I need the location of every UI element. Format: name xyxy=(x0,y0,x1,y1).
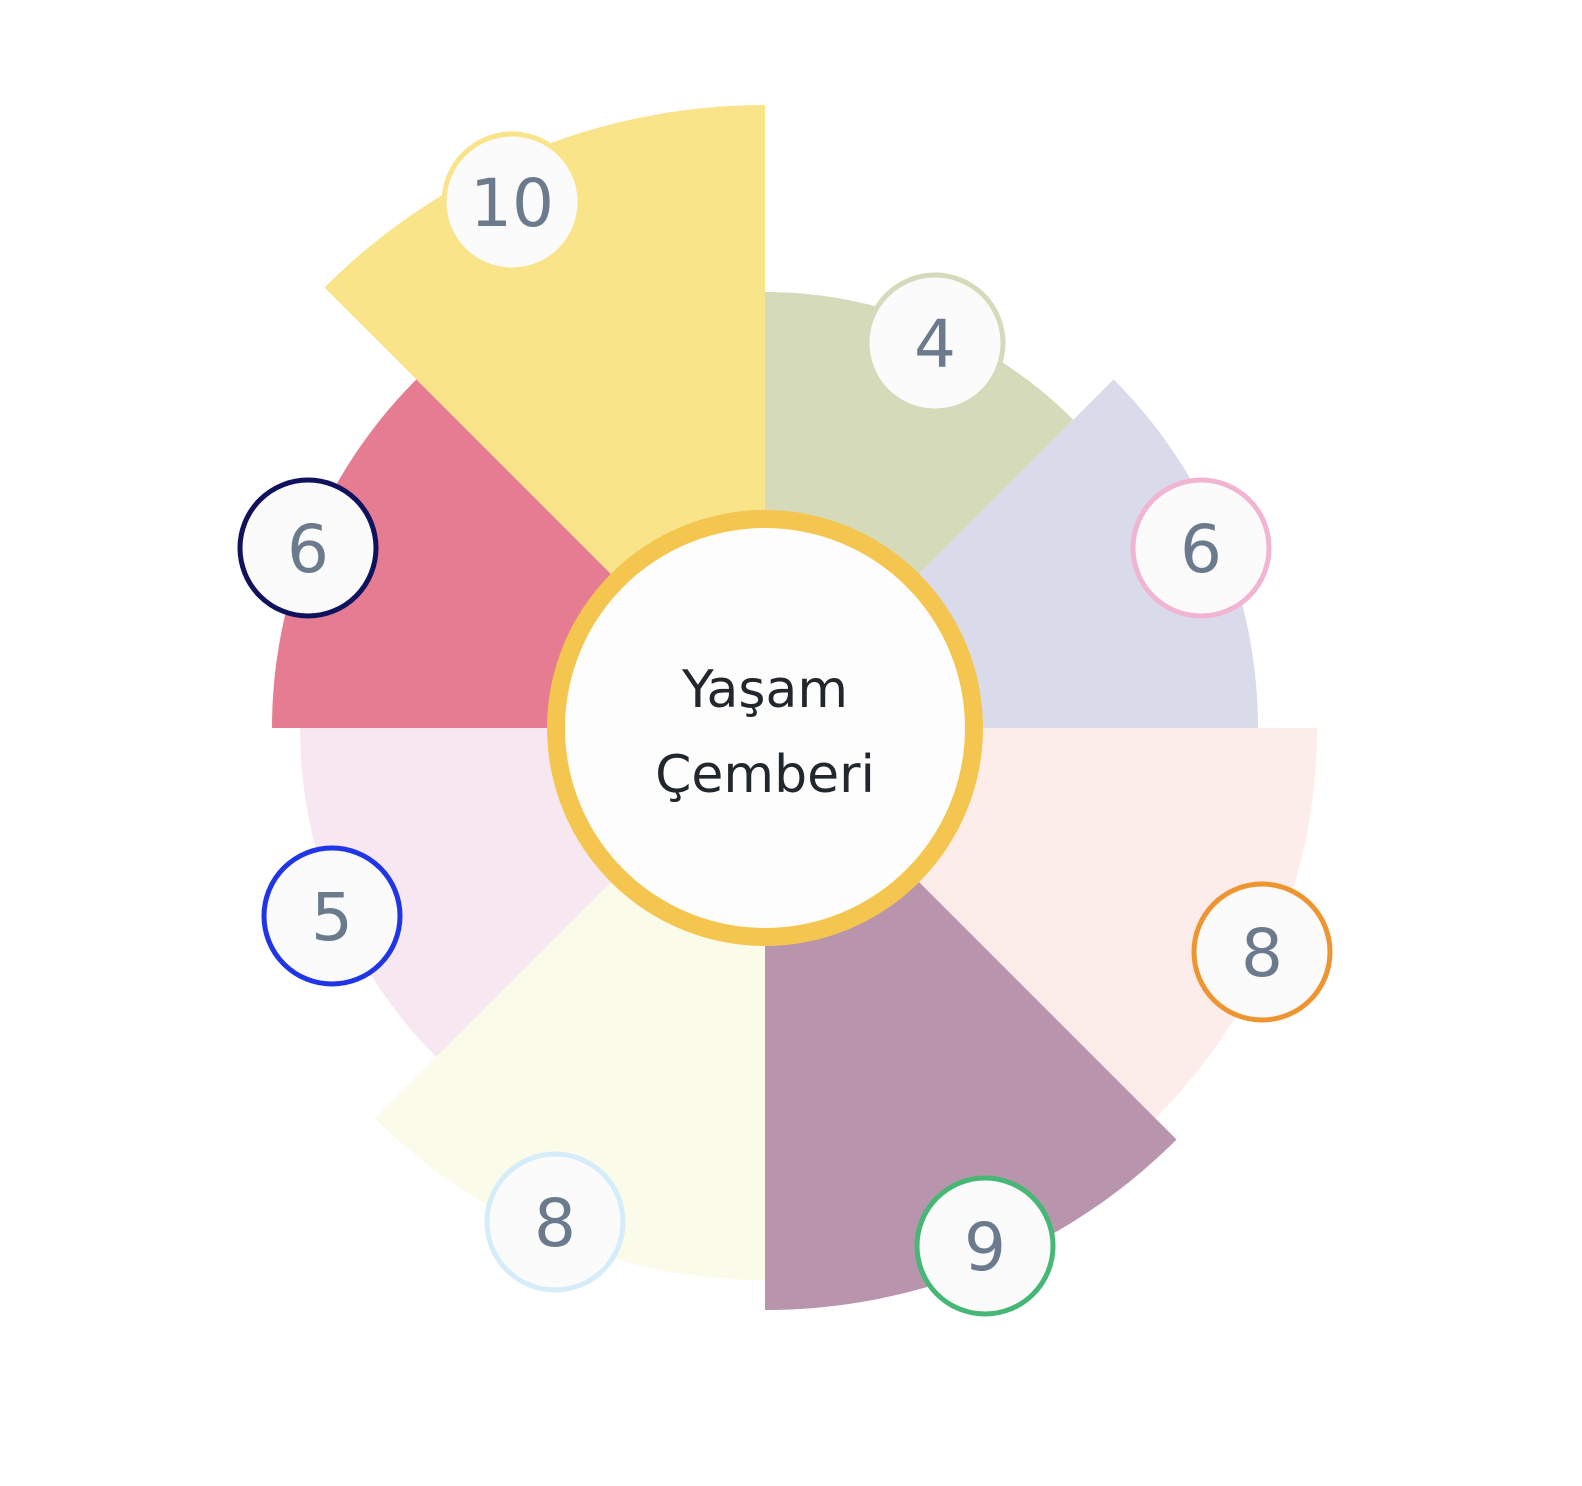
value-badge: 10 xyxy=(441,131,583,273)
center-title-line2: Çemberi xyxy=(655,745,875,805)
value-label: 8 xyxy=(1241,915,1283,992)
value-label: 10 xyxy=(470,165,554,242)
center-title-line1: Yaşam xyxy=(681,660,848,720)
value-badge: 8 xyxy=(1191,881,1333,1023)
center-disc xyxy=(565,528,965,928)
center-circle: Yaşam Çemberi xyxy=(547,510,983,946)
value-label: 8 xyxy=(534,1185,576,1262)
value-badge: 8 xyxy=(484,1151,626,1293)
value-badge: 9 xyxy=(914,1175,1056,1317)
value-label: 4 xyxy=(914,306,956,383)
value-label: 9 xyxy=(964,1209,1006,1286)
value-badge: 6 xyxy=(237,477,379,619)
value-label: 6 xyxy=(287,511,329,588)
value-badge: 6 xyxy=(1130,477,1272,619)
value-label: 6 xyxy=(1180,511,1222,588)
value-badge: 5 xyxy=(261,845,403,987)
value-badge: 4 xyxy=(864,272,1006,414)
value-badges: 4 6 8 9 8 5 6 10 xyxy=(237,131,1333,1317)
value-label: 5 xyxy=(311,879,353,956)
